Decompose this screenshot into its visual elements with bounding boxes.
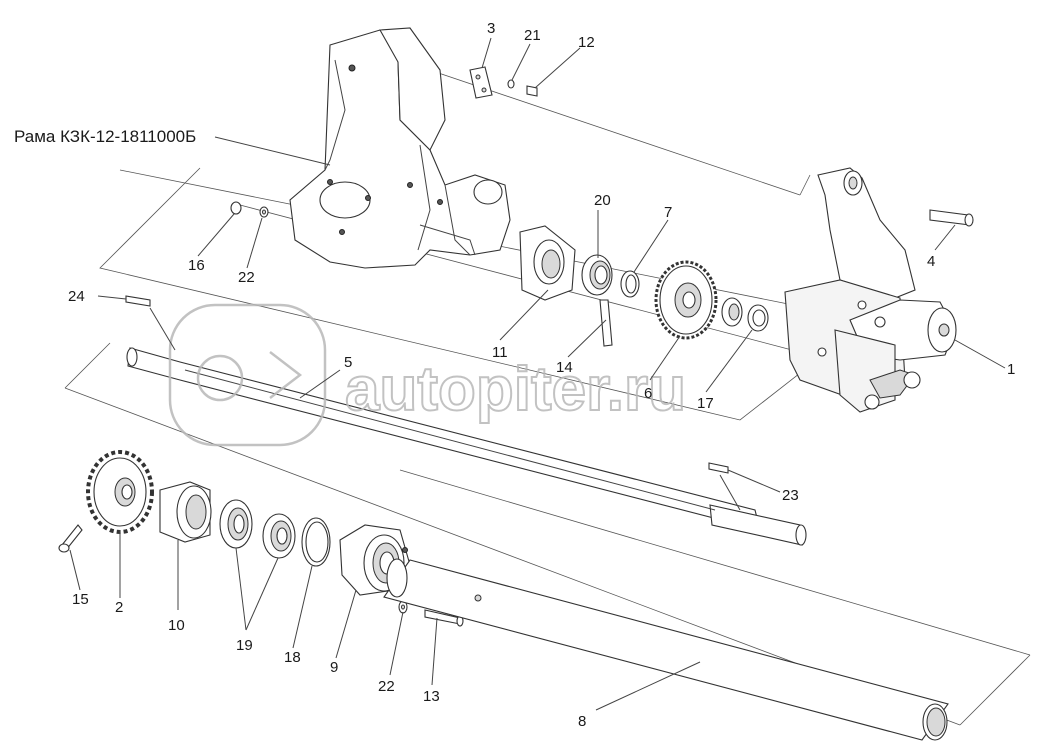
callout-23: 23 (782, 487, 799, 504)
part-6-gear (654, 260, 718, 340)
callout-20: 20 (594, 192, 611, 209)
callout-5: 5 (344, 354, 352, 371)
part-2-sprocket (86, 450, 154, 534)
callout-17: 17 (697, 395, 714, 412)
part-4-pin (929, 209, 974, 227)
callout-3: 3 (487, 20, 495, 37)
part-24-key (125, 295, 151, 307)
part-10-sleeve (159, 481, 212, 543)
callout-22-upper: 22 (238, 269, 255, 286)
part-15-bolt (58, 524, 83, 553)
part-16-nut (230, 201, 242, 215)
part-23-key (708, 462, 729, 474)
callout-12: 12 (578, 34, 595, 51)
part-11-flange (519, 225, 576, 301)
callout-9: 9 (330, 659, 338, 676)
callout-10: 10 (168, 617, 185, 634)
callout-6: 6 (644, 385, 652, 402)
part-22-washer-upper (259, 206, 269, 218)
callout-labels: 1 2 3 4 5 6 7 8 9 10 11 12 13 14 15 16 1… (68, 20, 1015, 730)
callout-19: 19 (236, 637, 253, 654)
part-3-plate (469, 66, 493, 99)
part-19-bearing-pair (219, 499, 296, 559)
part-14-pin (599, 299, 613, 347)
callout-11: 11 (492, 344, 508, 361)
callout-15: 15 (72, 591, 89, 608)
watermark-text: autopiter.ru (345, 355, 686, 424)
part-13-bolt (424, 609, 464, 627)
part-5-shaft (126, 347, 807, 546)
part-20-bearing (581, 254, 613, 296)
callout-8: 8 (578, 713, 586, 730)
callout-13: 13 (423, 688, 440, 705)
frame-label: Рама КЗК-12-1811000Б (14, 127, 196, 146)
callout-16: 16 (188, 257, 205, 274)
callout-18: 18 (284, 649, 301, 666)
callout-22-lower: 22 (378, 678, 395, 695)
part-21-washer (507, 79, 515, 89)
part-7-ring (620, 270, 640, 298)
callout-1: 1 (1007, 361, 1015, 378)
watermark-badge (168, 303, 327, 447)
callout-7: 7 (664, 204, 672, 221)
leader-lines (69, 37, 1006, 711)
callout-21: 21 (524, 27, 541, 44)
callout-2: 2 (115, 599, 123, 616)
part-17-bearing-pair (721, 297, 769, 332)
callout-24: 24 (68, 288, 85, 305)
part-8-tube (383, 558, 949, 741)
frame-bracket (289, 27, 511, 269)
part-12-bolt (526, 85, 538, 97)
part-18-circlip (301, 517, 331, 567)
callout-4: 4 (927, 253, 935, 270)
watermark: autopiter.ru (168, 303, 687, 447)
part-1-gearbox-housing (784, 167, 957, 413)
callout-14: 14 (556, 359, 573, 376)
